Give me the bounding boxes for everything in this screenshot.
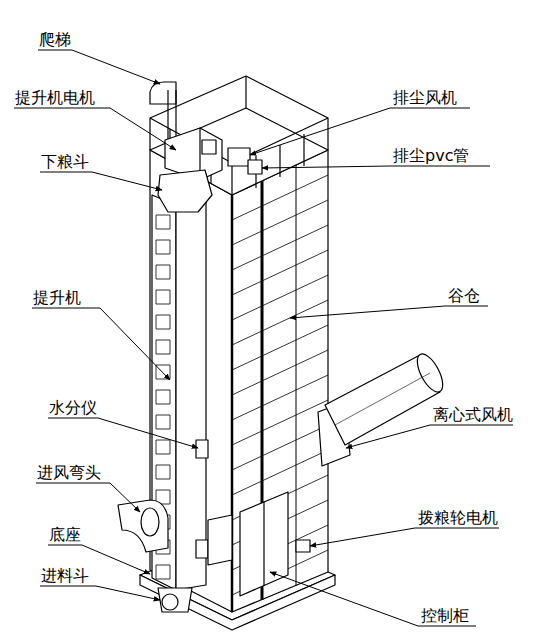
- feed-hopper: [158, 588, 192, 612]
- part-label: 控制柜: [420, 607, 470, 625]
- part-label: 排尘pvc管: [392, 147, 470, 165]
- ladder: [150, 82, 176, 104]
- dust-fan: [228, 148, 250, 166]
- part-label: 下粮斗: [40, 153, 90, 171]
- part-label: 排尘风机: [392, 89, 458, 107]
- grain-wheel-motor: [296, 540, 310, 552]
- discharge-hopper: [158, 170, 212, 212]
- leader-lines: [14, 50, 513, 626]
- part-label: 谷仓: [447, 287, 481, 305]
- part-label: 水分仪: [48, 399, 98, 417]
- part-label: 底座: [48, 526, 82, 544]
- part-label: 爬梯: [38, 31, 72, 49]
- part-label: 进风弯头: [36, 464, 102, 482]
- part-label: 离心式风机: [432, 406, 514, 424]
- moisture-meter: [196, 440, 208, 458]
- part-label: 提升机: [32, 289, 82, 307]
- control-cabinet: [240, 492, 288, 596]
- part-label: 拨粮轮电机: [417, 509, 499, 527]
- part-label: 进料斗: [40, 567, 90, 585]
- part-label: 提升机电机: [14, 89, 96, 107]
- air-inlet-elbow: [118, 500, 168, 552]
- tower-right-face: [232, 150, 328, 612]
